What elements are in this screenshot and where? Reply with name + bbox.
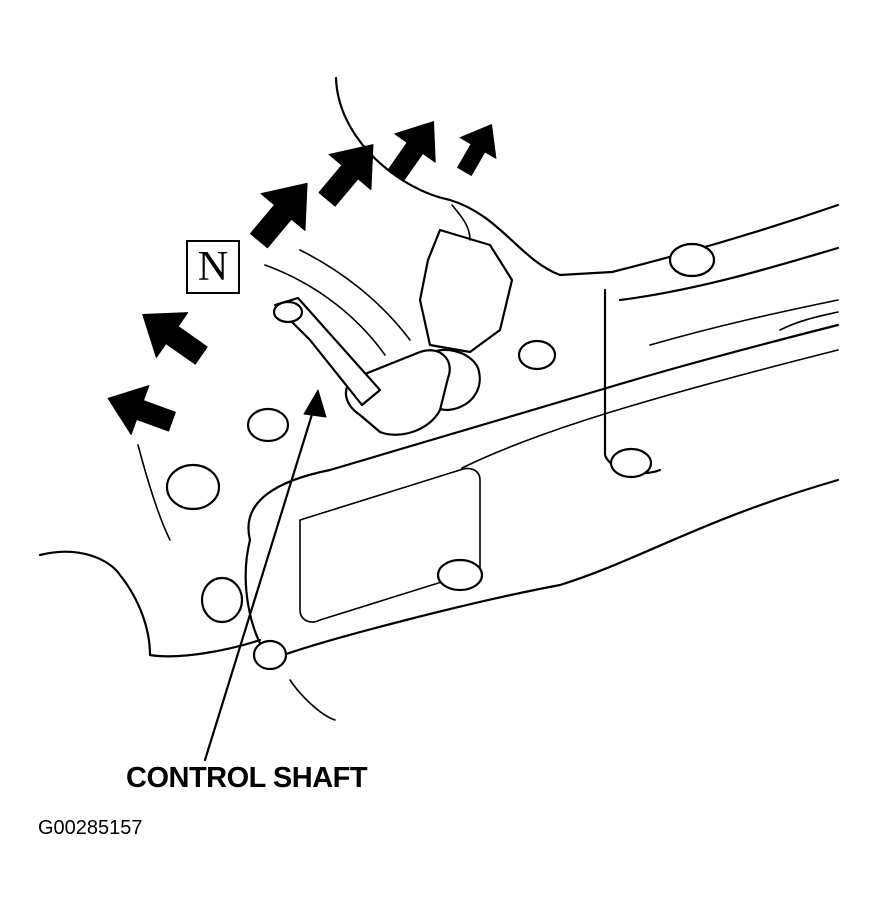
left-casing-outline (38, 550, 262, 658)
position-arrow-2 (142, 312, 208, 365)
boss-center (517, 339, 557, 371)
position-arrow-3 (249, 182, 308, 249)
inner-rail-1 (461, 349, 839, 469)
valve-body-lower-edge (268, 478, 840, 662)
boss-lower-left (252, 639, 288, 671)
control-shaft-label: CONTROL SHAFT (126, 762, 368, 794)
position-arrow-4 (318, 144, 374, 207)
sensor-body (418, 228, 514, 354)
control-shaft (273, 296, 382, 407)
position-arrow-1 (107, 385, 176, 435)
lever-arm (299, 249, 411, 341)
inner-plate-line (299, 467, 481, 623)
boss-far-left (165, 463, 221, 511)
position-arrow-6 (457, 124, 497, 176)
inner-rail-2 (649, 299, 839, 346)
figure-id: G00285157 (38, 817, 143, 839)
right-member (603, 288, 662, 475)
position-arrow-5 (388, 121, 436, 181)
lever-arm-inner (264, 264, 386, 356)
boss-top-right (668, 242, 716, 278)
sensor-harness (451, 204, 471, 241)
callout-leader-arrowhead (303, 389, 327, 418)
right-housing-edge (618, 246, 840, 302)
position-arrows (107, 121, 497, 435)
neutral-position-indicator: N (186, 240, 240, 294)
callout-leader-line (203, 393, 320, 762)
left-casing-curve (137, 444, 171, 541)
boss-upper-left (246, 407, 290, 443)
lower-link-line (289, 679, 336, 721)
inner-rail-3 (779, 311, 839, 331)
neutral-letter: N (197, 244, 229, 290)
boss-lower-center (436, 558, 484, 592)
control-shaft-tip (272, 300, 304, 324)
boss-right-lower (609, 447, 653, 479)
boss-left (200, 576, 244, 624)
upper-housing-outline (334, 76, 840, 277)
control-lever (344, 349, 451, 436)
